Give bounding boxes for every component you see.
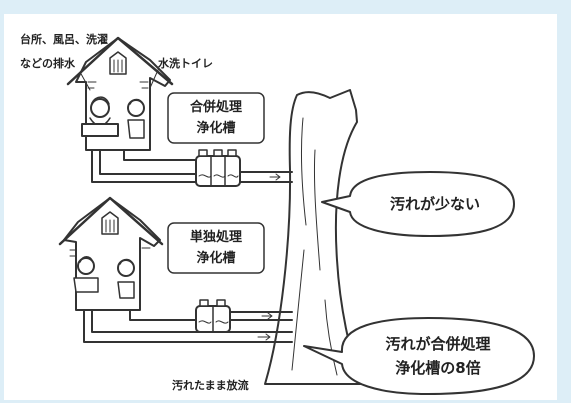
kitchen-label-line1: 台所、風呂、洗濯 — [20, 33, 108, 46]
single-septic-tank — [195, 299, 231, 333]
top-bubble-text: 汚れが少ない — [389, 195, 480, 213]
combined-tank-label-box — [167, 92, 265, 144]
combined-septic-tank — [195, 149, 241, 187]
bottom-house — [58, 196, 164, 311]
bottom-bubble-line1: 汚れが合併処理 — [385, 335, 491, 353]
toilet-label: 水洗トイレ — [158, 57, 213, 70]
combined-tank-label-line2: 浄化槽 — [196, 121, 236, 136]
single-tank-label-line2: 浄化槽 — [196, 251, 236, 266]
top-house — [66, 36, 174, 151]
single-tank-label-box — [167, 222, 265, 274]
single-tank-label-line1: 単独処理 — [189, 230, 242, 245]
bottom-bubble-line2: 浄化槽の8倍 — [395, 359, 481, 377]
bottom-pipe-kitchen — [83, 309, 293, 343]
untreated-discharge-label: 汚れたまま放流 — [172, 379, 249, 392]
bottom-bubble — [303, 317, 535, 395]
kitchen-label-line2: などの排水 — [20, 57, 75, 70]
top-bubble — [321, 171, 515, 237]
combined-tank-label-line1: 合併処理 — [189, 100, 242, 115]
top-pipe-kitchen — [91, 149, 197, 183]
